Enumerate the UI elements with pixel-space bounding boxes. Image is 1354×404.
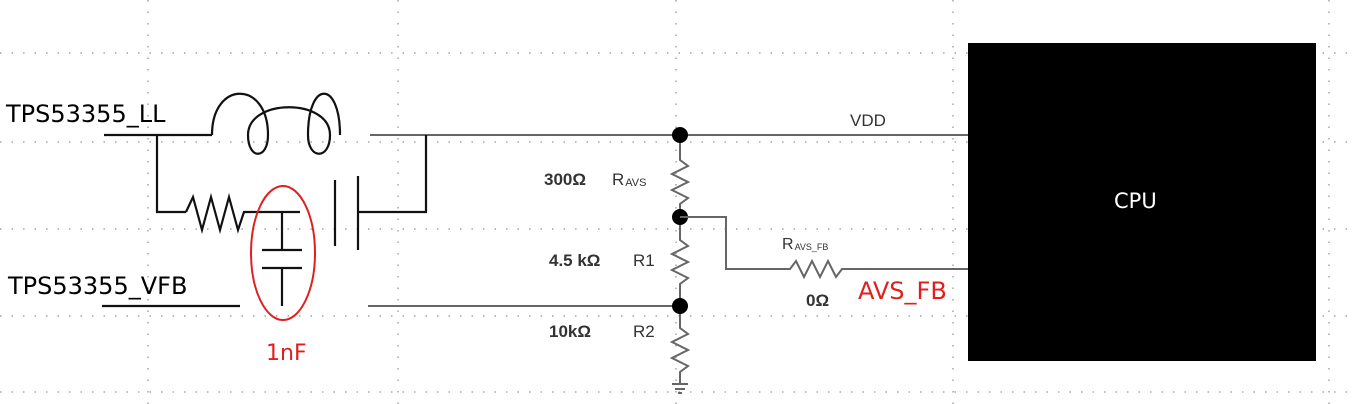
r1-value: 4.5 kΩ bbox=[549, 251, 600, 270]
rc-branch bbox=[155, 135, 428, 250]
cpu-block bbox=[968, 43, 1316, 361]
r-avs-value: 300Ω bbox=[544, 170, 586, 189]
r-avs-label: RAVS bbox=[612, 170, 646, 189]
added-capacitor bbox=[250, 185, 316, 321]
r-avs-label-main: R bbox=[612, 170, 624, 189]
cpu-label: CPU bbox=[1114, 189, 1157, 213]
r-avs-fb-label: RAVS_FB bbox=[782, 236, 828, 253]
net-label-vdd: VDD bbox=[850, 111, 886, 130]
net-label-ll: TPS53355_LL bbox=[5, 100, 166, 128]
r1-name: R1 bbox=[633, 251, 655, 270]
net-label-avs-fb: AVS_FB bbox=[858, 277, 947, 305]
r-avs-fb-value: 0Ω bbox=[806, 291, 829, 310]
r-avs-fb-label-sub: AVS_FB bbox=[795, 242, 829, 252]
resistor-ladder bbox=[669, 127, 691, 394]
node-vdd bbox=[672, 127, 688, 143]
added-capacitor-value: 1nF bbox=[266, 341, 307, 366]
avs-fb-wire bbox=[680, 216, 968, 280]
r-avs-label-sub: AVS bbox=[625, 177, 646, 189]
highlight-ellipse bbox=[250, 185, 316, 321]
r-avs-fb-label-main: R bbox=[782, 236, 794, 253]
node-vfb bbox=[672, 298, 688, 314]
inductor bbox=[104, 92, 676, 155]
r2-value: 10kΩ bbox=[549, 322, 591, 341]
net-label-vfb: TPS53355_VFB bbox=[7, 272, 187, 300]
r2-name: R2 bbox=[633, 322, 655, 341]
